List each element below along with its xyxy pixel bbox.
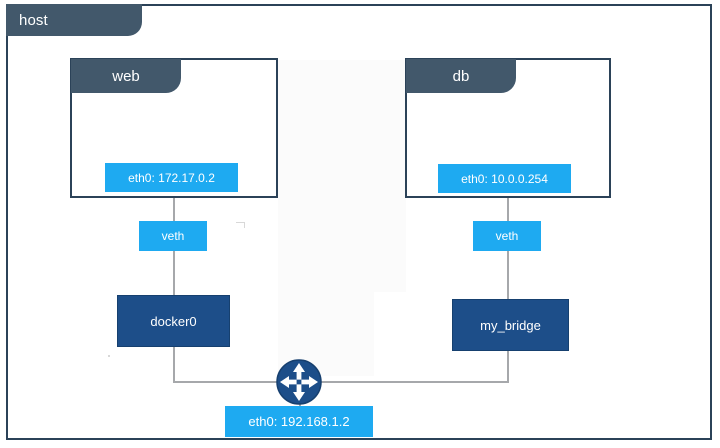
container-db-label: db	[452, 67, 470, 85]
connector-db-eth0-to-veth	[507, 196, 509, 222]
host-tab: host	[6, 4, 142, 36]
four-way-arrow-icon[interactable]	[275, 358, 323, 406]
web-veth-label: veth	[161, 229, 185, 243]
db-veth-box[interactable]: veth	[473, 221, 541, 251]
connector-my-bridge-to-bus	[507, 350, 509, 382]
background-wash-center	[278, 60, 406, 292]
connector-web-veth-to-docker0	[173, 250, 175, 296]
container-web-tab: web	[71, 59, 181, 93]
connector-db-veth-to-my-bridge	[507, 250, 509, 300]
my-bridge-label: my_bridge	[480, 317, 541, 333]
host-eth0-box[interactable]: eth0: 192.168.1.2	[225, 406, 373, 437]
docker0-label: docker0	[150, 313, 197, 329]
render-artifact-b	[244, 222, 245, 228]
docker0-bridge-box[interactable]: docker0	[117, 295, 230, 347]
my-bridge-box[interactable]: my_bridge	[452, 299, 569, 351]
host-tab-label: host	[19, 11, 48, 29]
render-artifact-c	[108, 355, 110, 357]
web-eth0-label: eth0: 172.17.0.2	[128, 170, 215, 185]
container-db-tab: db	[406, 59, 516, 93]
db-eth0-box[interactable]: eth0: 10.0.0.254	[438, 164, 571, 193]
db-eth0-label: eth0: 10.0.0.254	[461, 171, 548, 186]
container-web-label: web	[112, 67, 140, 85]
connector-docker0-to-bus	[173, 346, 175, 382]
web-veth-box[interactable]: veth	[139, 221, 207, 251]
db-veth-label: veth	[495, 229, 519, 243]
connector-bus-right	[312, 381, 509, 383]
host-eth0-label: eth0: 192.168.1.2	[248, 414, 350, 429]
connector-web-eth0-to-veth	[173, 196, 175, 222]
render-artifact-a	[236, 222, 245, 223]
connector-bus-left	[173, 381, 289, 383]
web-eth0-box[interactable]: eth0: 172.17.0.2	[105, 163, 238, 192]
